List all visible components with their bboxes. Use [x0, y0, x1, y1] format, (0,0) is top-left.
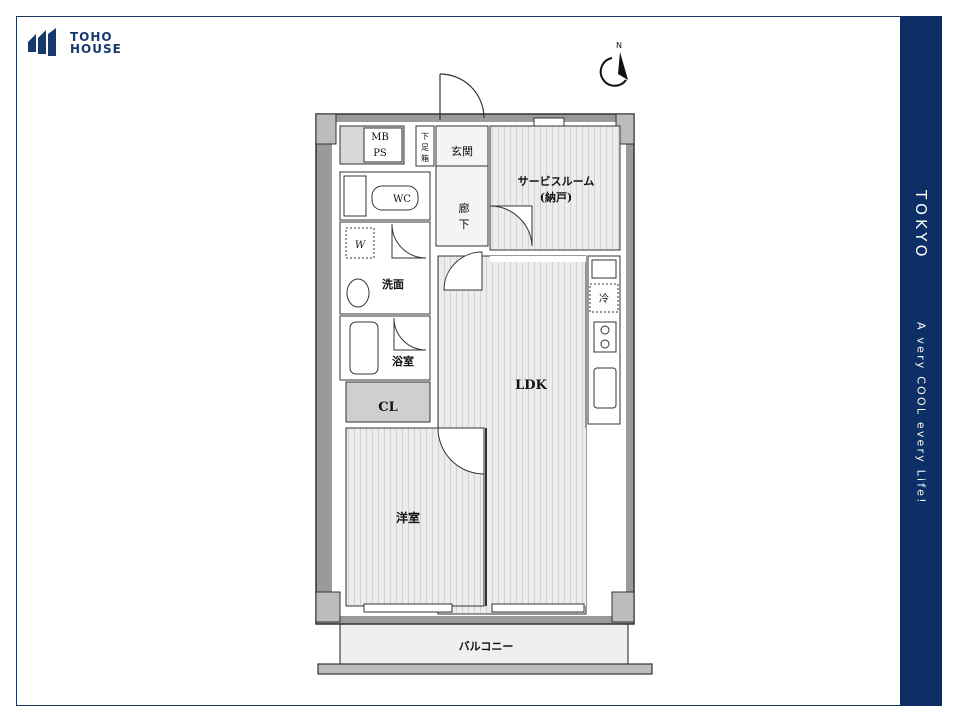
shoe-label-1: 下: [421, 132, 429, 141]
compass-north-label: N: [616, 41, 622, 50]
fridge-label: 冷: [599, 292, 609, 305]
window-ldk: [491, 603, 585, 613]
hallway-label-2: 下: [459, 218, 470, 231]
balcony-label: バルコニー: [459, 640, 514, 653]
burner-icon: [600, 325, 610, 335]
fridge-space: [589, 283, 619, 313]
washroom-door-icon: [391, 223, 427, 259]
service-room-label: サービスルーム: [518, 174, 595, 188]
mb-label: MB: [371, 132, 389, 143]
genkan-area: [435, 125, 489, 167]
service-room-window: [533, 117, 565, 127]
brand-logo: TOHO HOUSE: [26, 28, 122, 58]
ldk-door-icon: [443, 251, 483, 291]
brand-name: TOHO HOUSE: [70, 31, 122, 55]
kitchen-sink-icon: [593, 367, 617, 409]
service-room-door-icon: [489, 205, 533, 247]
kitchen-shelf: [591, 259, 617, 279]
bathtub-icon: [349, 321, 379, 375]
window-western-room: [363, 603, 453, 613]
burner-icon: [600, 339, 610, 349]
shoe-label-3: 箱: [421, 153, 429, 163]
ldk-label: LDK: [515, 378, 547, 393]
hallway-area: [435, 165, 489, 247]
column-top-left: [315, 113, 337, 145]
balcony-rail: [317, 663, 653, 675]
closet: [345, 381, 431, 423]
washer-space: [345, 227, 375, 259]
logo-mark-icon: [28, 28, 56, 56]
toilet-icon: [371, 185, 419, 211]
ldk-lower-floor: [488, 428, 586, 606]
ldk-top-edge: [490, 256, 586, 262]
column-bottom-left: [315, 591, 341, 623]
stove-icon: [593, 321, 617, 353]
compass-icon: N: [599, 41, 628, 87]
mb-ps-door: [363, 127, 403, 163]
sidebar-slogan: A very COOL every Life!: [914, 322, 928, 505]
service-room-sub-label: (納戸): [540, 190, 572, 204]
closet-label: CL: [378, 400, 398, 415]
ps-label: PS: [373, 148, 387, 159]
shoe-label-2: 足: [421, 143, 429, 152]
brand-line-1: TOHO: [70, 30, 113, 44]
brand-sidebar: [900, 16, 942, 706]
sink-icon: [346, 278, 370, 308]
wc-tank: [343, 175, 367, 217]
service-room-floor: [489, 125, 621, 251]
bathroom-door-icon: [393, 317, 427, 351]
wc-label: WC: [393, 194, 411, 205]
sidebar-city: TOKYO: [912, 190, 930, 261]
washer-label: W: [355, 240, 366, 251]
entrance-door-icon: [439, 73, 485, 120]
hallway-label-1: 廊: [459, 201, 470, 215]
shoe-box: [415, 125, 435, 167]
western-room-label: 洋室: [396, 510, 420, 525]
bathroom-label: 浴室: [392, 354, 414, 368]
western-room-door-icon: [437, 427, 485, 475]
column-bottom-right: [611, 591, 635, 623]
washroom-label: 洗面: [382, 277, 404, 291]
brand-line-2: HOUSE: [70, 42, 122, 56]
genkan-label: 玄関: [451, 144, 473, 158]
